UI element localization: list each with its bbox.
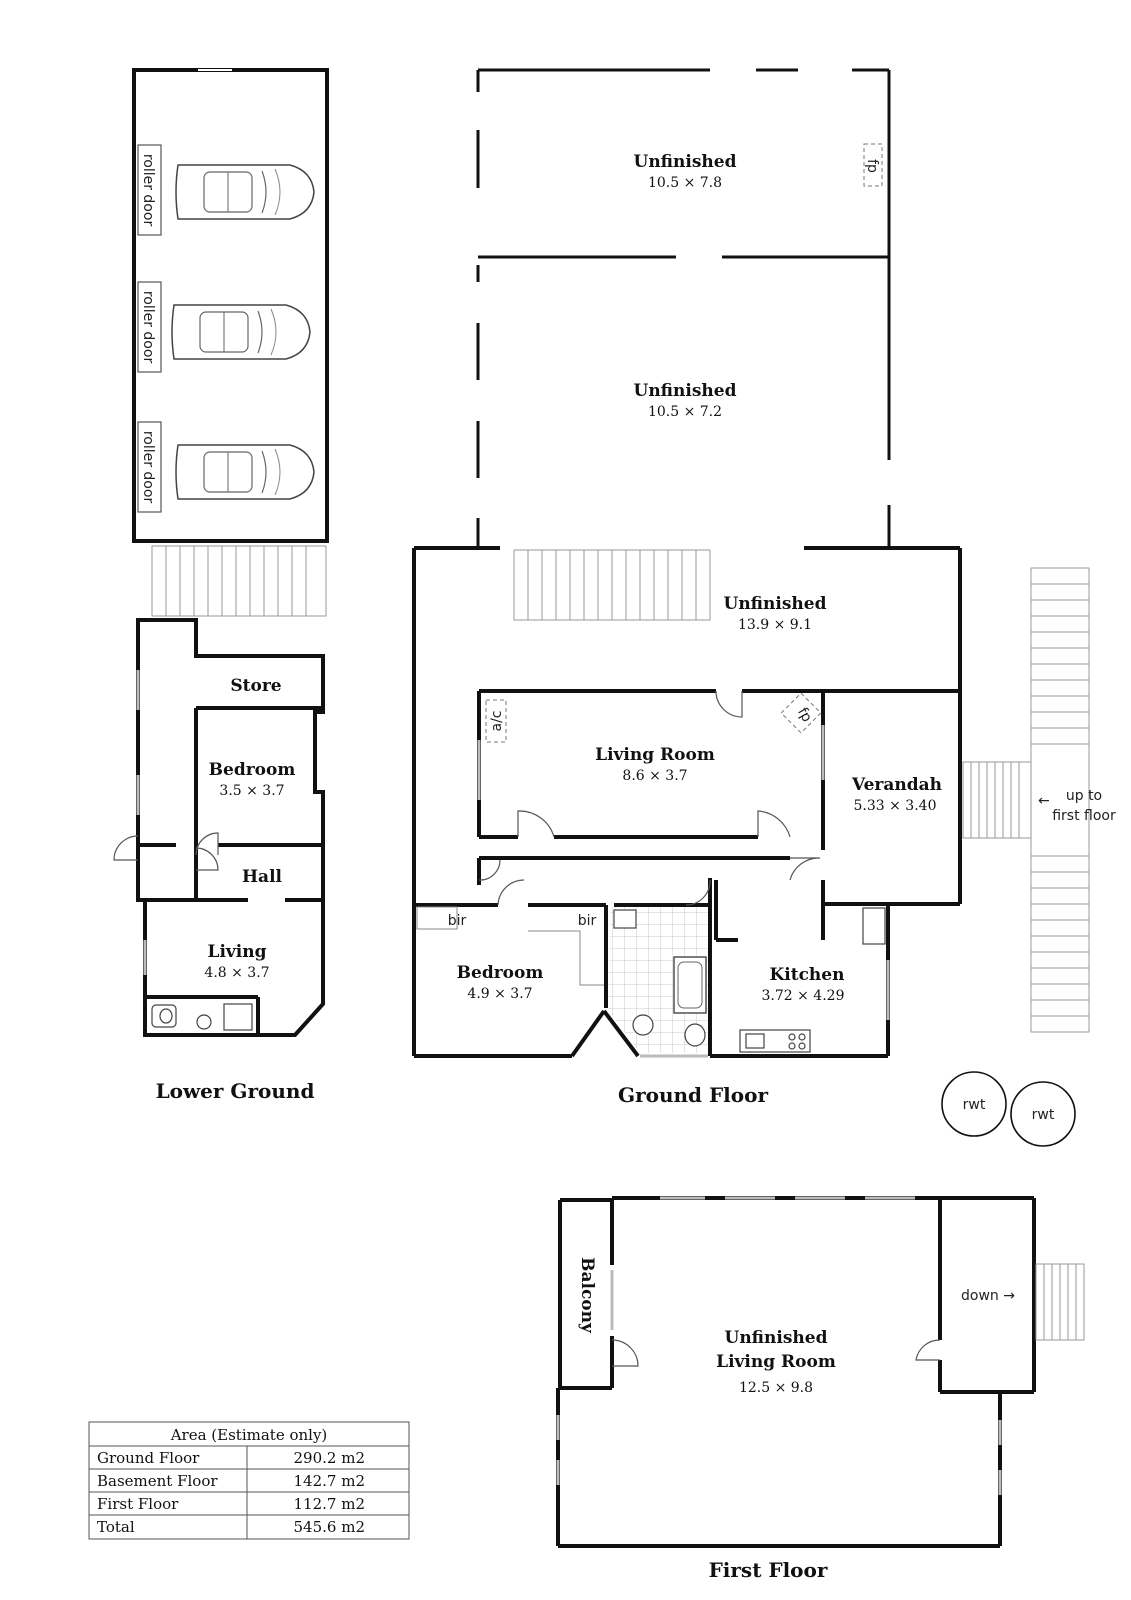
area-row-label: First Floor xyxy=(97,1495,179,1513)
area-row-label: Basement Floor xyxy=(97,1472,218,1490)
ground-floor-doors[interactable] xyxy=(478,690,821,906)
kitchen-bench xyxy=(739,907,886,1053)
floor-title-ground: Ground Floor xyxy=(618,1083,768,1107)
floor-title-lower-ground: Lower Ground xyxy=(156,1079,315,1103)
unfinished-area-north xyxy=(476,68,891,546)
ac-unit: a/c xyxy=(485,699,507,743)
ground-floor-walls xyxy=(412,546,962,1058)
label-up-to: up to xyxy=(1066,788,1102,804)
label-down: down → xyxy=(961,1288,1015,1304)
svg-text:bir: bir xyxy=(578,913,597,929)
first-floor-windows xyxy=(556,1196,1002,1495)
room-unfinished-2: Unfinished xyxy=(634,381,737,401)
stairs-ground-internal xyxy=(513,549,711,621)
roller-door-1[interactable]: roller door xyxy=(137,144,162,236)
car-icon xyxy=(175,164,315,220)
room-living-room: Living Room xyxy=(595,745,715,765)
svg-text:roller door: roller door xyxy=(140,154,156,227)
room-kitchen: Kitchen xyxy=(770,965,845,985)
roller-door-3[interactable]: roller door xyxy=(137,421,162,513)
room-bedroom-size: 4.9 × 3.7 xyxy=(467,986,532,1002)
room-unfinished-1: Unfinished xyxy=(634,152,737,172)
room-lower-living: Living xyxy=(208,942,267,962)
room-bedroom: Bedroom xyxy=(457,963,544,983)
arrow-left-icon: ← xyxy=(1038,793,1050,809)
area-row-label: Ground Floor xyxy=(97,1449,200,1467)
svg-text:fp: fp xyxy=(794,705,815,725)
lower-bath-fixtures xyxy=(151,1003,253,1031)
garage: roller door roller door roller door xyxy=(132,68,329,543)
svg-text:bir: bir xyxy=(448,913,467,929)
area-row-value: 290.2 m2 xyxy=(294,1449,365,1467)
stairs-down xyxy=(1035,1263,1085,1341)
room-unfinished-1-size: 10.5 × 7.8 xyxy=(648,175,722,191)
lower-ground-doors[interactable] xyxy=(113,832,219,871)
bir-2: bir xyxy=(528,913,604,986)
room-unfinished-3-size: 13.9 × 9.1 xyxy=(738,617,812,633)
car-icon xyxy=(171,304,311,360)
rainwater-tank-2: rwt xyxy=(1010,1081,1076,1147)
room-unfinished-living-size: 12.5 × 9.8 xyxy=(739,1380,813,1396)
bir-1: bir xyxy=(416,906,467,930)
room-verandah: Verandah xyxy=(851,775,942,795)
stairs-garage xyxy=(151,545,327,617)
area-table: Area (Estimate only) Ground Floor 290.2 … xyxy=(88,1421,410,1540)
first-floor-walls xyxy=(556,1196,1036,1548)
svg-text:fp: fp xyxy=(864,159,880,173)
stairs-up-first-floor xyxy=(962,567,1090,1033)
area-table-title: Area (Estimate only) xyxy=(170,1426,328,1444)
svg-text:a/c: a/c xyxy=(489,711,505,732)
room-unfinished-living-1: Unfinished xyxy=(725,1328,828,1348)
svg-text:roller door: roller door xyxy=(140,291,156,364)
room-unfinished-2-size: 10.5 × 7.2 xyxy=(648,404,722,420)
bathroom xyxy=(608,907,708,1053)
room-living-room-size: 8.6 × 3.7 xyxy=(622,768,687,784)
floor-title-first: First Floor xyxy=(709,1558,828,1582)
room-verandah-size: 5.33 × 3.40 xyxy=(854,798,937,814)
room-store: Store xyxy=(230,676,281,696)
room-lower-bedroom: Bedroom xyxy=(209,760,296,780)
svg-text:rwt: rwt xyxy=(1032,1107,1055,1123)
label-first-floor: first floor xyxy=(1052,808,1116,824)
area-row-value: 142.7 m2 xyxy=(294,1472,365,1490)
room-unfinished-3: Unfinished xyxy=(724,594,827,614)
area-row-value: 545.6 m2 xyxy=(294,1518,365,1536)
room-unfinished-living-2: Living Room xyxy=(716,1352,836,1372)
room-kitchen-size: 3.72 × 4.29 xyxy=(762,988,845,1004)
room-balcony: Balcony xyxy=(577,1257,597,1334)
roller-door-2[interactable]: roller door xyxy=(137,281,162,373)
rainwater-tank-1: rwt xyxy=(941,1071,1007,1137)
svg-text:rwt: rwt xyxy=(963,1097,986,1113)
fireplace-icon: fp xyxy=(863,143,883,187)
lower-ground-windows xyxy=(136,670,147,975)
area-row-value: 112.7 m2 xyxy=(294,1495,365,1513)
ground-floor-windows xyxy=(477,725,890,1058)
car-icon xyxy=(175,444,315,500)
area-row-label: Total xyxy=(97,1518,135,1536)
room-lower-bedroom-size: 3.5 × 3.7 xyxy=(219,783,284,799)
room-hall: Hall xyxy=(242,867,283,887)
svg-text:roller door: roller door xyxy=(140,431,156,504)
room-lower-living-size: 4.8 × 3.7 xyxy=(204,965,269,981)
first-floor-doors[interactable] xyxy=(611,1339,941,1367)
fireplace-icon: fp xyxy=(780,692,822,734)
